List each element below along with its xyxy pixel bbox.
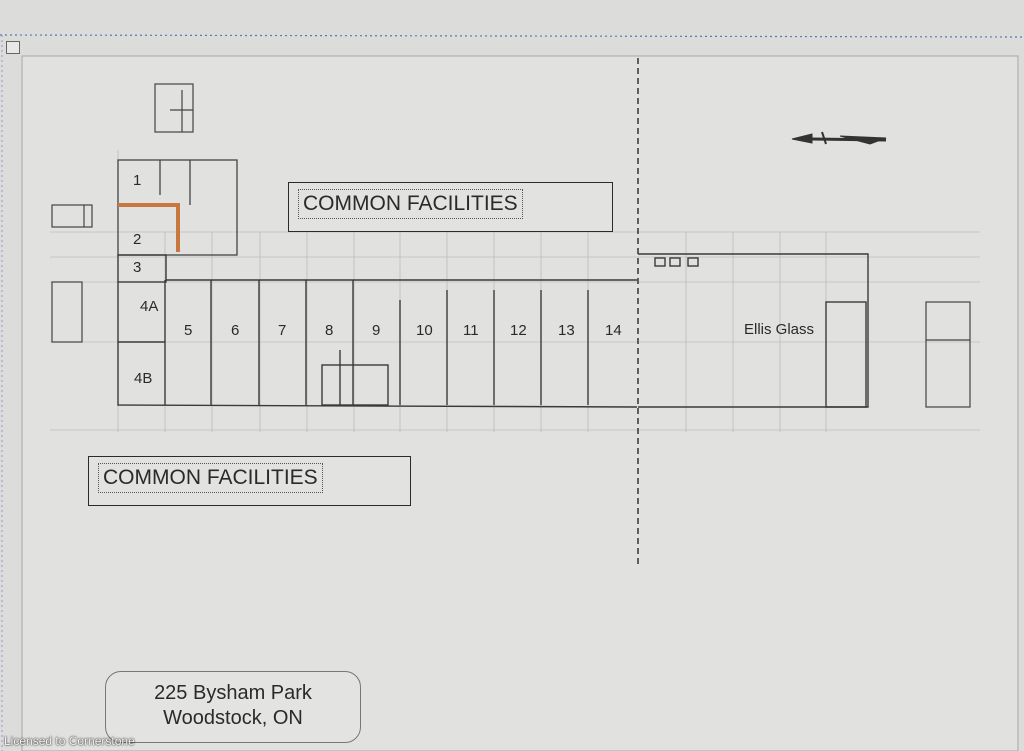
- watermark-text: Licensed to Cornerstone: [4, 734, 135, 748]
- unit-label-6: 6: [231, 322, 240, 339]
- main-building: [117, 254, 638, 408]
- unit-label-2: 2: [133, 231, 142, 248]
- unit-label-8: 8: [325, 322, 334, 339]
- highlighted-suite-wall: [118, 203, 180, 252]
- common-facilities-label-bottom: COMMON FACILITIES: [98, 463, 323, 494]
- common-facilities-box-top: COMMON FACILITIES: [288, 182, 613, 232]
- address-line-2: Woodstock, ON: [163, 707, 303, 729]
- unit-label-12: 12: [510, 322, 527, 339]
- tenant-label: Ellis Glass: [744, 321, 815, 338]
- address-box: 225 Bysham Park Woodstock, ON: [105, 671, 361, 743]
- address-line-1: 225 Bysham Park: [154, 682, 312, 704]
- unit-label-3: 3: [133, 259, 142, 276]
- ellis-glass-building: [638, 253, 869, 408]
- north-annex: [154, 83, 194, 133]
- unit-label-4a: 4A: [140, 298, 159, 315]
- unit-label-10: 10: [416, 322, 433, 339]
- common-facilities-box-bottom: COMMON FACILITIES: [88, 456, 411, 506]
- image-placeholder-icon: [6, 41, 20, 54]
- unit-label-4b: 4B: [134, 370, 153, 387]
- common-facilities-label-top: COMMON FACILITIES: [298, 189, 523, 220]
- paper-frame: [21, 55, 1019, 751]
- unit-label-1: 1: [133, 172, 142, 189]
- unit-label-14: 14: [605, 322, 622, 339]
- unit-label-9: 9: [372, 322, 381, 339]
- west-annex: [51, 204, 93, 343]
- east-annex: [925, 301, 971, 408]
- page-top-border: [0, 34, 1024, 38]
- unit-label-11: 11: [463, 322, 479, 339]
- north-arrow-icon: [791, 131, 887, 145]
- unit-label-5: 5: [184, 322, 193, 339]
- unit-label-13: 13: [558, 322, 575, 339]
- unit-label-7: 7: [278, 322, 287, 339]
